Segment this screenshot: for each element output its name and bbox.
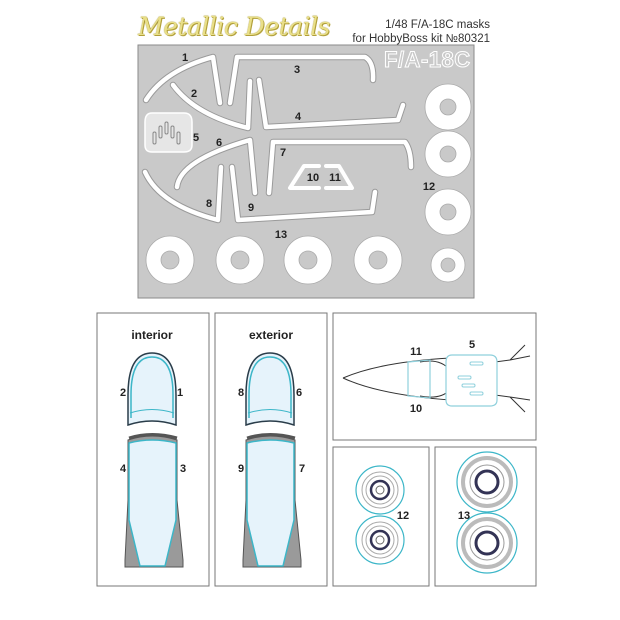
part-number: 13 [457, 510, 471, 522]
part-number: 9 [237, 463, 245, 475]
top-view-diagram [342, 344, 531, 413]
part-number: 10 [409, 403, 423, 415]
canopy-interior-diagram [124, 352, 184, 568]
part-number: 2 [119, 387, 127, 399]
part-number: 11 [410, 346, 422, 358]
part-number: 8 [237, 387, 245, 399]
part-number: 10 [306, 172, 320, 184]
interior-label: interior [131, 328, 173, 342]
part-number: 8 [205, 198, 213, 210]
mask-5 [144, 112, 193, 153]
part-number: 1 [176, 387, 184, 399]
canopy-exterior-diagram [242, 352, 302, 568]
part-number: 13 [274, 229, 288, 241]
mask-strip-1 [143, 54, 223, 106]
wheel-masks [145, 83, 472, 285]
part-number: 7 [279, 147, 287, 159]
part-number: 4 [294, 111, 302, 123]
wheels-13-diagram [456, 451, 518, 574]
part-number: 9 [247, 202, 255, 214]
part-number: 7 [298, 463, 306, 475]
mask-strip-3 [227, 54, 376, 106]
mask-strip-7 [266, 139, 414, 196]
mask-strip-6 [174, 137, 258, 196]
model-text: F/A-18C [384, 47, 471, 73]
part-number: 3 [293, 64, 301, 76]
header-line-1: 1/48 F/A-18C masks [385, 19, 490, 31]
mask-10 [288, 164, 321, 190]
part-number: 3 [179, 463, 187, 475]
part-number: 5 [192, 132, 200, 144]
part-number: 1 [181, 52, 189, 64]
wheels-12-diagram [355, 465, 405, 565]
part-number: 6 [295, 387, 303, 399]
mask-strip-2 [170, 78, 253, 131]
mask-strip-8 [142, 164, 224, 223]
part-number: 6 [215, 137, 223, 149]
part-number: 12 [396, 510, 410, 522]
part-number: 4 [119, 463, 127, 475]
mask-strip-4 [256, 77, 406, 130]
header-line-2: for HobbyBoss kit №80321 [352, 33, 490, 45]
mask-strips [141, 53, 415, 224]
exterior-label: exterior [248, 328, 294, 342]
brand-logo: Metallic Details [138, 12, 330, 41]
mask-strip-9 [229, 164, 378, 223]
mask-11 [324, 164, 354, 190]
part-number: 5 [468, 339, 476, 351]
part-number: 12 [422, 181, 436, 193]
part-number: 2 [190, 88, 198, 100]
part-number: 11 [329, 172, 341, 184]
